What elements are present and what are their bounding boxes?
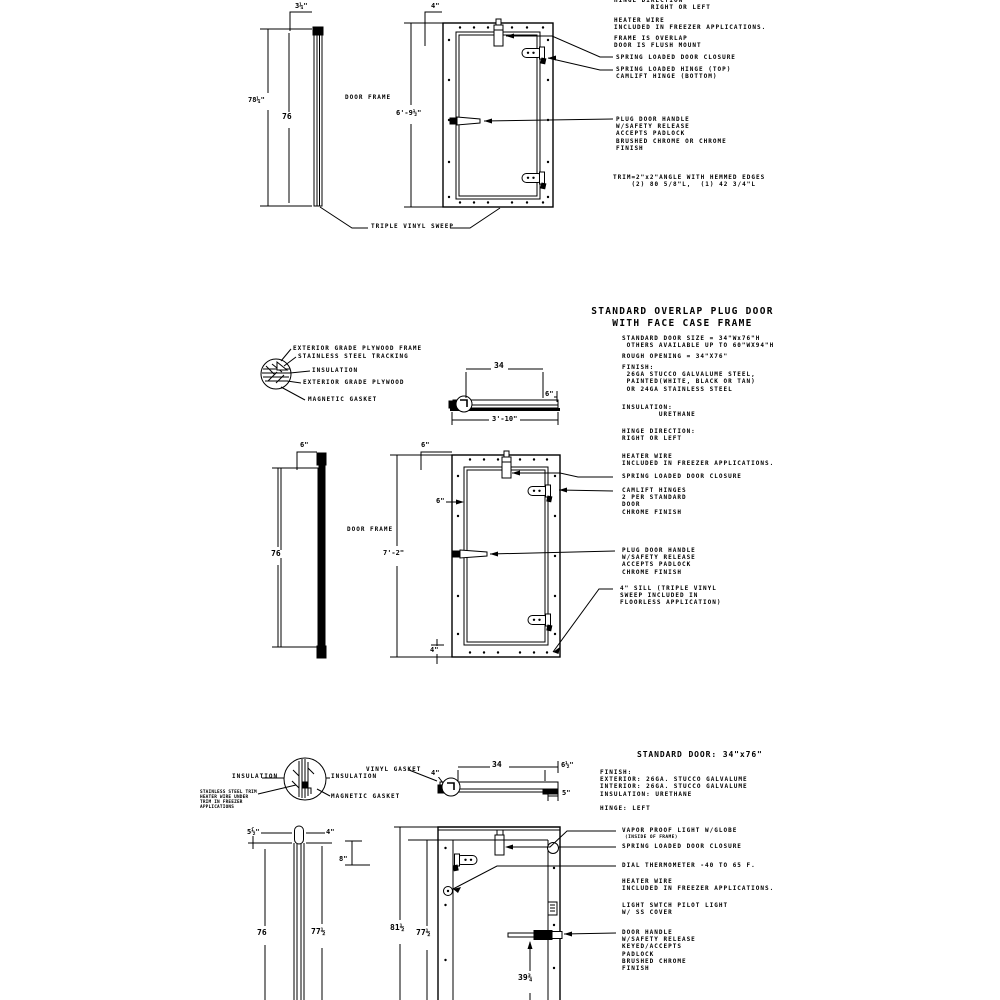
- dim-top-front-height: 6'-9½": [395, 109, 423, 117]
- detail-tracking: STAINLESS STEEL TRACKING: [298, 353, 409, 360]
- note-bot-vapor-sub: (INSIDE OF FRAME): [625, 835, 678, 840]
- dim-bot-tv-right: 6½": [560, 761, 575, 769]
- note-mid-finish: FINISH: 26GA STUCCO GALVALUME STEEL, PAI…: [622, 364, 756, 393]
- detail-magnetic-bottom: MAGNETIC GASKET: [331, 793, 401, 800]
- dim-bot-sv-h1: 76: [256, 928, 268, 937]
- note-plug-handle-top: PLUG DOOR HANDLE W/SAFETY RELEASE ACCEPT…: [616, 116, 727, 152]
- spring-closure-icon: [547, 842, 559, 854]
- note-mid-insulation: INSULATION: URETHANE: [622, 404, 696, 419]
- dim-bot-sv-h2: 77½: [310, 927, 327, 936]
- hinge-top-icon: [521, 46, 547, 65]
- detail-plywood: EXTERIOR GRADE PLYWOOD: [303, 379, 405, 386]
- note-mid-closure: SPRING LOADED DOOR CLOSURE: [622, 473, 742, 480]
- detail-plywood-frame: EXTERIOR GRADE PLYWOOD FRAME: [293, 345, 423, 352]
- top-side-view: [260, 11, 501, 229]
- note-bot-finish: FINISH: EXTERIOR: 26GA. STUCCO GALVALUME…: [600, 769, 748, 798]
- note-mid-heater: HEATER WIRE INCLUDED IN FREEZER APPLICAT…: [622, 453, 775, 468]
- dim-bot-fv-door: 77½: [415, 928, 432, 937]
- note-hinge-direction-top: HINGE DIRECTION RIGHT OR LEFT: [614, 0, 711, 12]
- dim-bot-fv-hinge: 8": [338, 855, 349, 863]
- note-bot-thermometer: DIAL THERMOMETER -40 TO 65 F.: [622, 862, 756, 869]
- note-bot-handle: DOOR HANDLE W/SAFETY RELEASE KEYED/ACCEP…: [622, 929, 696, 973]
- note-mid-hinge-direction: HINGE DIRECTION: RIGHT OR LEFT: [622, 428, 696, 443]
- bottom-side-view: [248, 825, 332, 1000]
- note-bot-heater: HEATER WIRE INCLUDED IN FREEZER APPLICAT…: [622, 878, 775, 893]
- dim-mid-sv-height: 76: [270, 549, 282, 558]
- middle-detail-circle: [260, 348, 311, 401]
- label-mid-door-frame: DOOR FRAME: [347, 526, 394, 533]
- detail-insulation-left: INSULATION: [232, 773, 279, 780]
- vapor-light-icon: [494, 829, 505, 856]
- plug-handle-icon-2: [452, 549, 488, 559]
- hinge-bottom-icon: [521, 171, 547, 190]
- dim-mid-tv-width: 34: [493, 361, 505, 370]
- dim-mid-fv-top: 6": [420, 441, 431, 449]
- middle-title: STANDARD OVERLAP PLUG DOOR WITH FACE CAS…: [591, 306, 774, 329]
- dim-mid-fv-height: 7'-2": [382, 549, 406, 557]
- hinge-left-icon: [452, 853, 478, 872]
- dim-mid-sv-top: 6": [299, 441, 310, 449]
- dim-bot-sv-left: 5½": [246, 828, 261, 836]
- note-trim: TRIM=2"x2"ANGLE WITH HEMMED EDGES (2) 80…: [613, 174, 766, 189]
- middle-front-view: [390, 450, 616, 664]
- middle-side-view: [272, 451, 327, 659]
- door-closure-icon-2: [501, 450, 512, 479]
- note-bot-vapor: VAPOR PROOF LIGHT W/GLOBE: [622, 827, 738, 834]
- camlift-hinge-top-icon: [527, 484, 553, 503]
- dim-top-door-height: 76: [281, 112, 293, 121]
- top-front-view: [404, 11, 614, 208]
- light-switch-icon: [547, 901, 558, 916]
- bottom-top-view: [436, 761, 559, 801]
- bottom-detail-circle: [257, 757, 438, 801]
- note-mid-size: STANDARD DOOR SIZE = 34"Wx76"H OTHERS AV…: [622, 335, 775, 350]
- note-bot-closure: SPRING LOADED DOOR CLOSURE: [622, 843, 742, 850]
- detail-vinyl-gasket: VINYL GASKET: [366, 766, 422, 773]
- detail-magnetic-mid: MAGNETIC GASKET: [308, 396, 378, 403]
- label-top-door-frame: DOOR FRAME: [345, 94, 392, 101]
- dim-mid-tv-total: 3'-10": [491, 415, 519, 423]
- door-handle-icon: [507, 930, 563, 940]
- door-closure-icon: [493, 18, 504, 47]
- dim-top-side-width: 3¼": [294, 2, 309, 10]
- note-bot-hinge: HINGE: LEFT: [600, 805, 651, 812]
- dim-bot-tv-width: 34: [491, 760, 503, 769]
- dim-bot-sv-right: 4": [325, 828, 336, 836]
- note-mid-rough: ROUGH OPENING = 34"X76": [622, 353, 729, 360]
- note-frame-overlap: FRAME IS OVERLAP DOOR IS FLUSH MOUNT: [614, 35, 702, 50]
- detail-insulation-mid: INSULATION: [312, 367, 359, 374]
- dim-bot-tv-bottom: 5": [561, 789, 572, 797]
- note-hinge-types: SPRING LOADED HINGE (TOP) CAMLIFT HINGE …: [616, 66, 732, 81]
- detail-insulation-right: INSULATION: [331, 773, 378, 780]
- camlift-hinge-bottom-icon: [527, 613, 553, 632]
- note-spring-closure-top: SPRING LOADED DOOR CLOSURE: [616, 54, 736, 61]
- dim-mid-fv-frame: 6": [435, 497, 446, 505]
- dim-bot-fv-total: 81½: [389, 923, 406, 932]
- note-heater-wire-top: HEATER WIRE INCLUDED IN FREEZER APPLICAT…: [614, 17, 767, 32]
- dim-bot-tv-left: 4": [430, 769, 441, 777]
- note-mid-sill: 4" SILL (TRIPLE VINYL SWEEP INCLUDED IN …: [620, 585, 722, 607]
- dim-top-front-width: 4": [430, 2, 441, 10]
- dim-mid-tv-right: 6": [544, 390, 555, 398]
- dim-bot-fv-handle: 39¾: [517, 973, 534, 982]
- label-triple-vinyl-sweep: TRIPLE VINYL SWEEP: [371, 223, 455, 230]
- note-bot-switch: LIGHT SWTCH PILOT LIGHT W/ SS COVER: [622, 902, 729, 917]
- dim-top-side-height: 78¼": [247, 96, 266, 104]
- note-mid-handle: PLUG DOOR HANDLE W/SAFETY RELEASE ACCEPT…: [622, 547, 696, 576]
- detail-stainless-trim: STAINLESS STEEL TRIM HEATER WIRE UNDER T…: [200, 790, 257, 810]
- note-mid-camlift: CAMLIFT HINGES 2 PER STANDARD DOOR CHROM…: [622, 487, 687, 516]
- plug-handle-icon: [449, 116, 481, 126]
- dim-mid-fv-sill: 4": [429, 646, 440, 654]
- middle-top-view: [448, 368, 560, 425]
- bottom-front-view: [345, 826, 617, 1000]
- bottom-title: STANDARD DOOR: 34"x76": [637, 750, 763, 759]
